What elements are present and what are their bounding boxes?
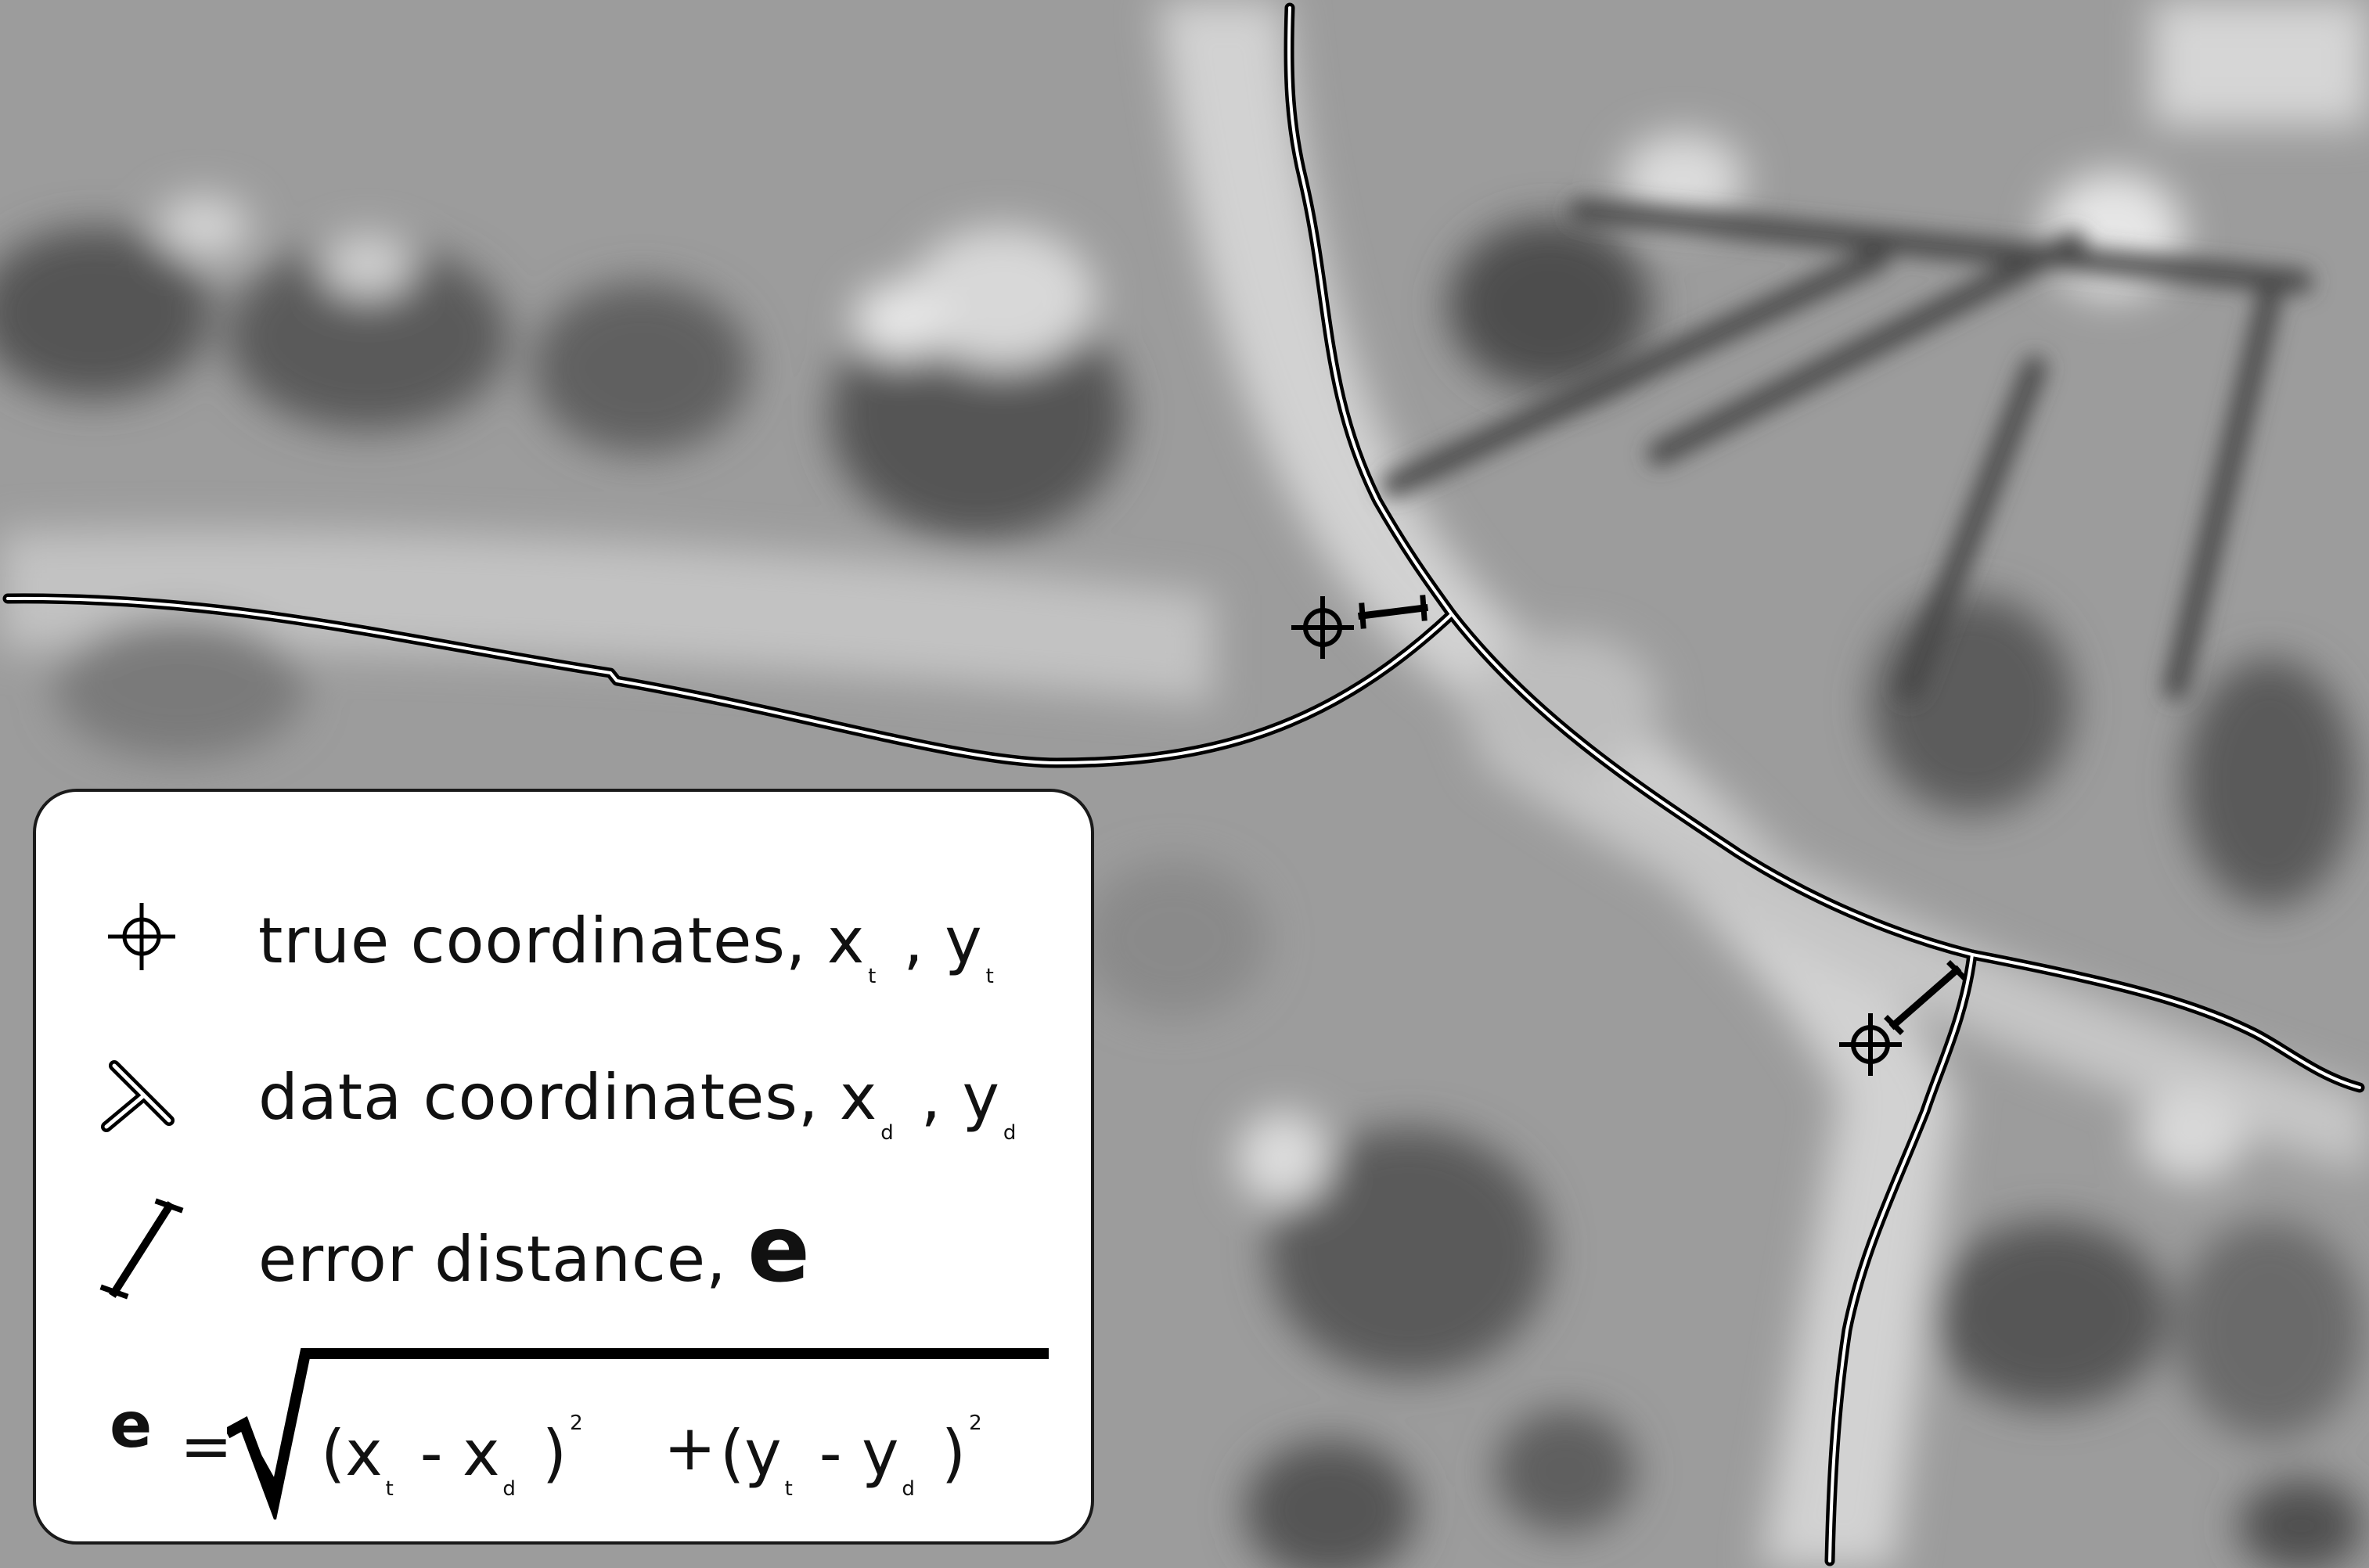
square-root-icon xyxy=(227,1348,1049,1519)
crosshair-icon xyxy=(1291,596,1354,659)
error-bar-icon xyxy=(1884,960,1967,1035)
legend-label-error-distance: error distance, e xyxy=(258,1195,811,1303)
error-bar-icon xyxy=(99,1198,184,1300)
crosshair-icon xyxy=(1839,1013,1902,1076)
error-bar-icon xyxy=(1357,595,1429,629)
crosshair-icon xyxy=(108,903,175,970)
double-line-road-icon xyxy=(101,1060,175,1132)
formula-lhs: e xyxy=(110,1389,153,1462)
legend-row-error-distance: error distance, e xyxy=(36,1191,1091,1308)
formula-equals: = xyxy=(180,1410,233,1483)
formula-plus: + xyxy=(664,1412,717,1484)
